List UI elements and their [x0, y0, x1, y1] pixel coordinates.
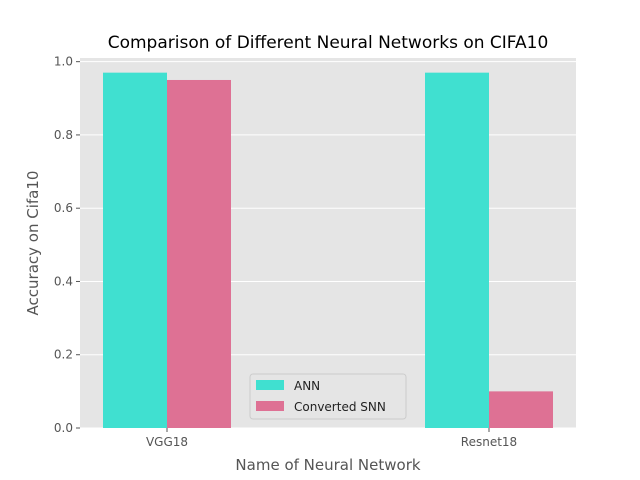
legend-swatch	[256, 380, 284, 390]
y-tick-label: 0.0	[54, 421, 73, 435]
y-tick-label: 1.0	[54, 55, 73, 69]
x-axis-ticks: VGG18 Resnet18	[146, 428, 517, 449]
y-tick-label: 0.2	[54, 348, 73, 362]
x-tick-label: VGG18	[146, 435, 188, 449]
y-tick-label: 0.4	[54, 274, 73, 288]
y-axis-ticks: 0.0 0.2 0.4 0.6 0.8 1.0	[54, 55, 80, 435]
x-tick-label: Resnet18	[461, 435, 517, 449]
legend-label: ANN	[294, 379, 320, 393]
legend-box	[249, 373, 407, 420]
y-axis-label: Accuracy on Cifa10	[24, 171, 42, 316]
bars	[103, 72, 553, 429]
y-tick-label: 0.8	[54, 128, 73, 142]
bar-converted-snn-resnet18	[489, 391, 553, 428]
legend-label: Converted SNN	[294, 400, 386, 414]
y-tick-label: 0.6	[54, 201, 73, 215]
legend: ANN Converted SNN	[249, 373, 407, 420]
legend-swatch	[256, 401, 284, 411]
x-axis-label: Name of Neural Network	[235, 456, 420, 474]
bar-ann-resnet18	[425, 72, 489, 428]
bar-ann-vgg18	[103, 72, 167, 428]
chart-title: Comparison of Different Neural Networks …	[108, 33, 549, 53]
bar-converted-snn-vgg18	[167, 79, 231, 429]
